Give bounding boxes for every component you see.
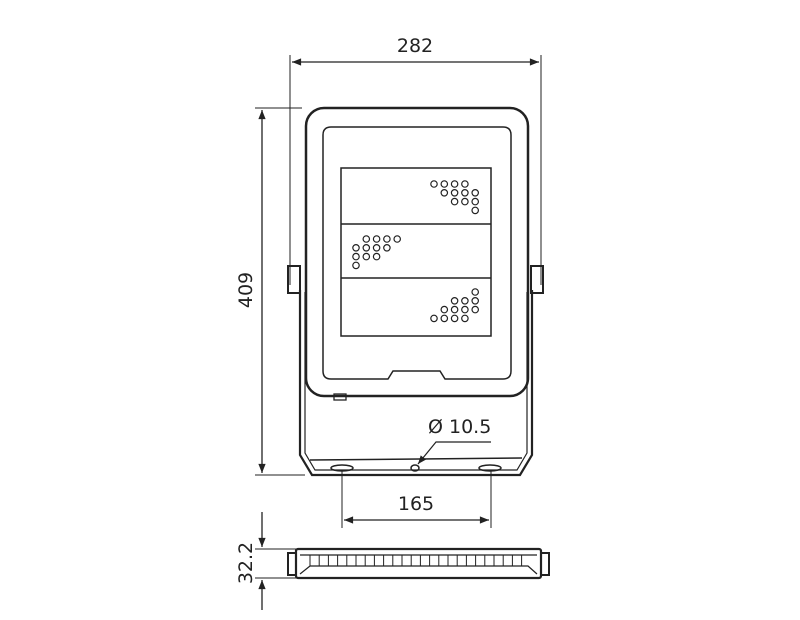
led-dot xyxy=(383,235,391,243)
led-dot xyxy=(471,305,480,314)
led-dot xyxy=(383,244,391,252)
led-dot xyxy=(461,296,469,305)
led-dot xyxy=(393,235,402,243)
width-dimension: 282 xyxy=(289,35,542,285)
mount-spacing-dimension: 165 xyxy=(341,471,492,528)
housing-front-view xyxy=(304,106,530,401)
led-dot xyxy=(440,305,449,314)
depth-label: 32.2 xyxy=(235,542,257,584)
led-panel xyxy=(340,167,492,337)
led-dot xyxy=(440,314,449,323)
led-dot xyxy=(372,252,381,261)
led-dot xyxy=(471,189,480,197)
led-dot xyxy=(471,296,480,305)
led-dot xyxy=(352,252,360,261)
led-dot xyxy=(430,180,438,188)
led-dot xyxy=(450,180,459,188)
height-label: 409 xyxy=(235,272,257,308)
led-dot xyxy=(461,197,469,206)
mounting-bracket xyxy=(287,265,544,477)
led-dot xyxy=(372,244,381,252)
mount-spacing-label: 165 xyxy=(398,493,434,515)
pivot-tab-left xyxy=(287,265,301,294)
led-dot xyxy=(450,296,459,305)
width-label: 282 xyxy=(397,35,433,57)
housing-side-view xyxy=(287,547,550,580)
led-dot xyxy=(461,180,469,188)
led-dot xyxy=(440,189,449,197)
hole-diameter-annotation: Ø 10.5 xyxy=(417,416,491,465)
led-dot xyxy=(372,235,381,243)
depth-dimension: 32.2 xyxy=(235,512,296,610)
led-dot xyxy=(450,189,459,197)
led-dot xyxy=(471,197,480,206)
led-dot xyxy=(450,197,459,206)
led-dot xyxy=(352,261,360,270)
mount-hole xyxy=(410,464,420,472)
height-dimension: 409 xyxy=(235,107,305,476)
led-dot xyxy=(471,206,480,215)
led-dot xyxy=(362,252,371,261)
led-dot xyxy=(362,244,371,252)
led-dot xyxy=(352,244,360,252)
pivot-tab-right xyxy=(530,265,544,294)
led-dot xyxy=(461,189,469,197)
led-dot xyxy=(362,235,371,243)
led-dot xyxy=(440,180,449,188)
led-dot xyxy=(430,314,438,323)
led-dot xyxy=(471,288,480,296)
led-dot xyxy=(461,305,469,314)
mount-slot-right xyxy=(478,464,502,472)
hole-diameter-label: Ø 10.5 xyxy=(428,416,491,438)
led-dot xyxy=(461,314,469,323)
led-dot xyxy=(450,305,459,314)
led-dot xyxy=(450,314,459,323)
